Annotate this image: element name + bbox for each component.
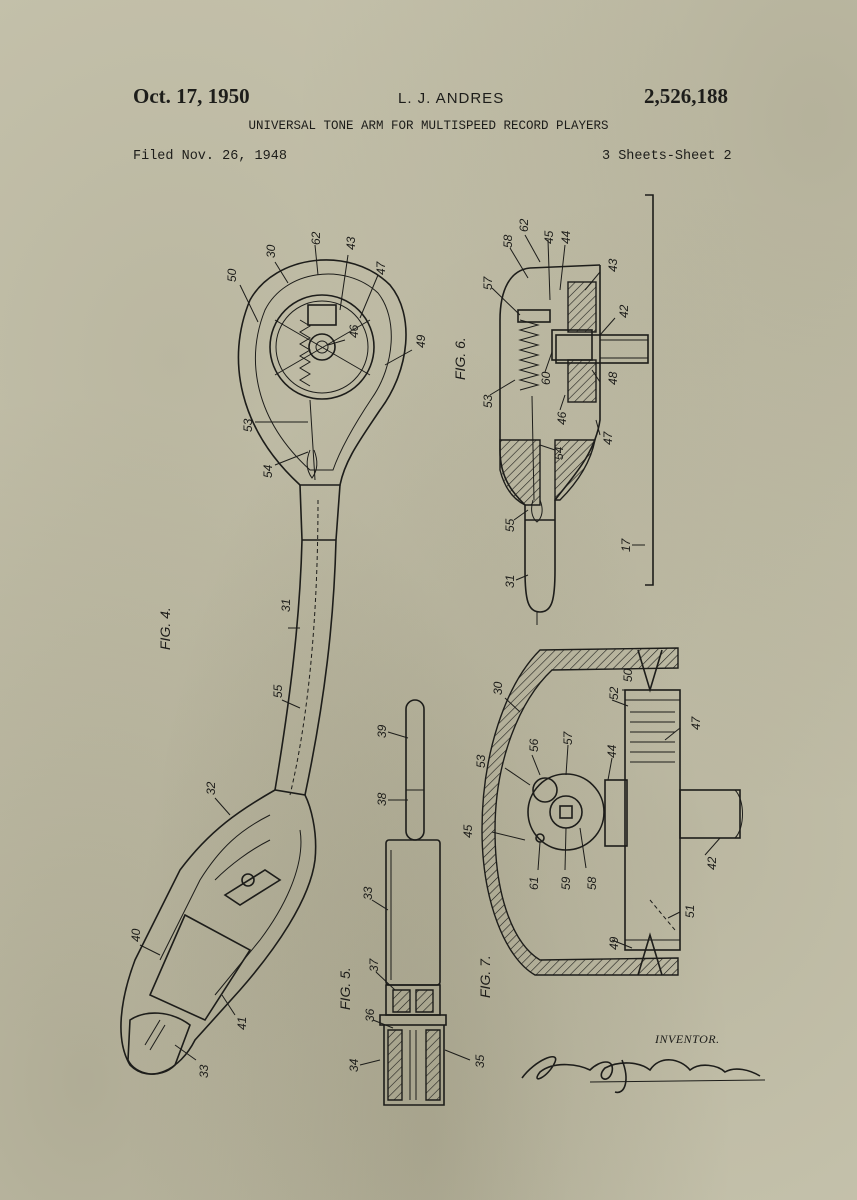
ref-numeral: 42 [705,856,719,870]
patent-title: UNIVERSAL TONE ARM FOR MULTISPEED RECORD… [248,119,609,133]
ref-numeral: 42 [617,304,631,318]
ref-numeral: 48 [606,371,620,385]
ref-numeral: 60 [539,371,553,385]
fig6-label: FIG. 6. [452,337,468,380]
ref-numeral: 49 [414,334,428,348]
ref-numeral: 49 [607,936,621,950]
ref-numeral: 58 [501,234,515,248]
ref-numeral: 54 [552,446,566,460]
ref-numeral: 54 [261,464,275,478]
inventor-name: L. J. ANDRES [398,90,505,107]
fig5-reference-numerals: 39 38 33 37 36 34 35 [347,724,487,1072]
ref-numeral: 57 [561,730,575,745]
ref-numeral: 53 [481,394,495,408]
fig4-reference-numerals: 50 30 62 43 47 46 49 53 54 31 55 32 40 4… [129,231,428,1078]
ref-numeral: 47 [374,260,388,275]
fig7-label: FIG. 7. [477,955,493,998]
ref-numeral: 45 [542,230,556,244]
ref-numeral: 53 [474,754,488,768]
patent-number: 2,526,188 [644,84,728,108]
ref-numeral: 32 [204,781,218,795]
ref-numeral: 40 [129,928,143,942]
inventor-signature [521,1056,766,1094]
ref-numeral: 57 [481,275,495,290]
ref-numeral: 44 [605,744,619,758]
ref-numeral: 31 [503,575,517,588]
ref-numeral: 52 [607,686,621,700]
fig7-enlarged-section [481,647,743,976]
fig4-label: FIG. 4. [157,607,173,650]
ref-numeral: 50 [225,268,239,282]
ref-numeral: 30 [264,244,278,258]
filed-date: Filed Nov. 26, 1948 [133,149,287,164]
ref-numeral: 31 [279,599,293,612]
ref-numeral: 41 [235,1017,249,1030]
ref-numeral: 47 [689,715,703,730]
ref-numeral: 55 [503,518,517,532]
ref-numeral: 39 [375,724,389,738]
ref-numeral: 43 [606,258,620,272]
ref-numeral: 38 [375,792,389,806]
ref-numeral: 44 [559,230,573,244]
ref-numeral: 33 [197,1064,211,1078]
ref-numeral: 62 [517,218,531,232]
ref-numeral: 45 [461,824,475,838]
ref-numeral: 34 [347,1058,361,1072]
ref-numeral: 46 [347,324,361,338]
ref-numeral: 58 [585,876,599,890]
ref-numeral: 59 [559,876,573,890]
ref-numeral: 37 [367,957,381,972]
ref-numeral: 56 [527,738,541,752]
ref-numeral: 43 [344,236,358,250]
ref-numeral: 35 [473,1054,487,1068]
ref-numeral: 61 [527,877,541,890]
ref-numeral: 51 [683,905,697,918]
ref-numeral: 62 [309,231,323,245]
fig5-cartridge-side [359,699,471,1106]
sheet-number: 3 Sheets-Sheet 2 [602,149,732,164]
ref-numeral: 50 [621,668,635,682]
ref-numeral: 33 [361,886,375,900]
ref-numeral: 55 [271,684,285,698]
ref-numeral: 17 [619,537,633,552]
ref-numeral: 30 [491,681,505,695]
fig4-tone-arm [120,244,413,1075]
patent-date: Oct. 17, 1950 [133,84,250,108]
ref-numeral: 53 [241,418,255,432]
fig5-label: FIG. 5. [337,967,353,1010]
fig6-head-section [489,194,654,625]
ref-numeral: 47 [601,430,615,445]
fig7-reference-numerals: 30 50 52 47 53 56 57 44 45 42 61 59 58 5… [461,668,719,950]
inventor-label: INVENTOR. [655,1032,720,1046]
ref-numeral: 36 [363,1008,377,1022]
fig6-reference-numerals: 62 58 45 44 43 57 42 53 60 46 48 47 54 5… [481,218,633,588]
ref-numeral: 46 [555,411,569,425]
